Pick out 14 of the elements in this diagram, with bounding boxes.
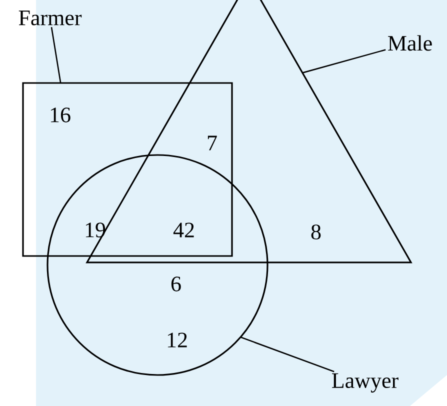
set-rectangle: [22, 82, 233, 257]
region-count: 8: [311, 224, 321, 240]
set-circle: [46, 154, 268, 376]
set-label: Lawyer: [332, 373, 398, 393]
set-label: Male: [388, 35, 432, 51]
region-count: 12: [168, 332, 187, 348]
leader-line: [50, 27, 62, 84]
region-count: 16: [50, 108, 70, 122]
leader-line: [302, 49, 386, 74]
region-count: 42: [173, 222, 194, 238]
region-count: 7: [208, 136, 217, 150]
leader-line: [240, 336, 334, 372]
region-count: 6: [171, 276, 181, 292]
set-label: Farmer: [18, 10, 82, 26]
